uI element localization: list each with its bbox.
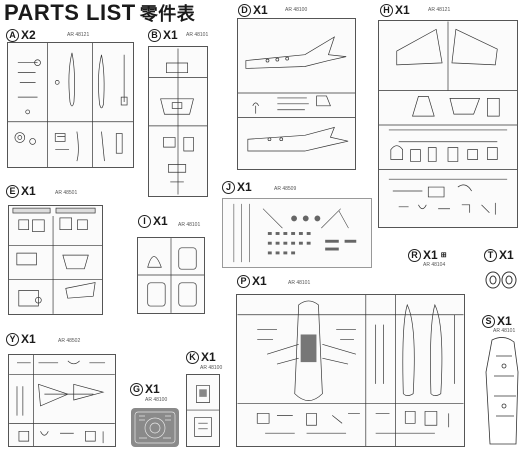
sprue-r-code: AR 48104 [423, 262, 446, 268]
sprue-k [186, 374, 220, 447]
sprue-k-code: AR 48100 [200, 365, 223, 371]
sprue-e [8, 205, 103, 315]
sprue-a [7, 42, 134, 168]
sprue-h-code: AR 48121 [428, 7, 451, 13]
sprue-gate-icon: ⊞ [440, 252, 447, 259]
title-main: PARTS LIST [4, 0, 136, 25]
sprue-s-fuselage [484, 336, 522, 448]
title-chinese: 零件表 [139, 4, 196, 24]
sprue-g-code: AR 48100 [145, 397, 168, 403]
sprue-b [148, 46, 208, 197]
sprue-p [236, 294, 465, 447]
sprue-b-code: AR 48101 [186, 32, 209, 38]
sprue-p-code: AR 48101 [288, 280, 311, 286]
sprue-a-code: AR 48121 [67, 32, 90, 38]
sprue-h [378, 20, 518, 228]
sprue-y [8, 354, 116, 447]
sprue-d-code: AR 48100 [285, 7, 308, 13]
sprue-g-photoetch [131, 408, 179, 447]
wheel-icon [483, 270, 519, 290]
sprue-j-code: AR 48509 [274, 186, 297, 192]
sprue-j-decals [222, 198, 372, 268]
sprue-e-code: AR 48501 [55, 190, 78, 196]
sprue-i [137, 237, 205, 314]
sprue-y-code: AR 48502 [58, 338, 81, 344]
sprue-d [237, 18, 356, 170]
sprue-s-code: AR 48101 [493, 328, 516, 334]
sprue-i-code: AR 48101 [178, 222, 201, 228]
